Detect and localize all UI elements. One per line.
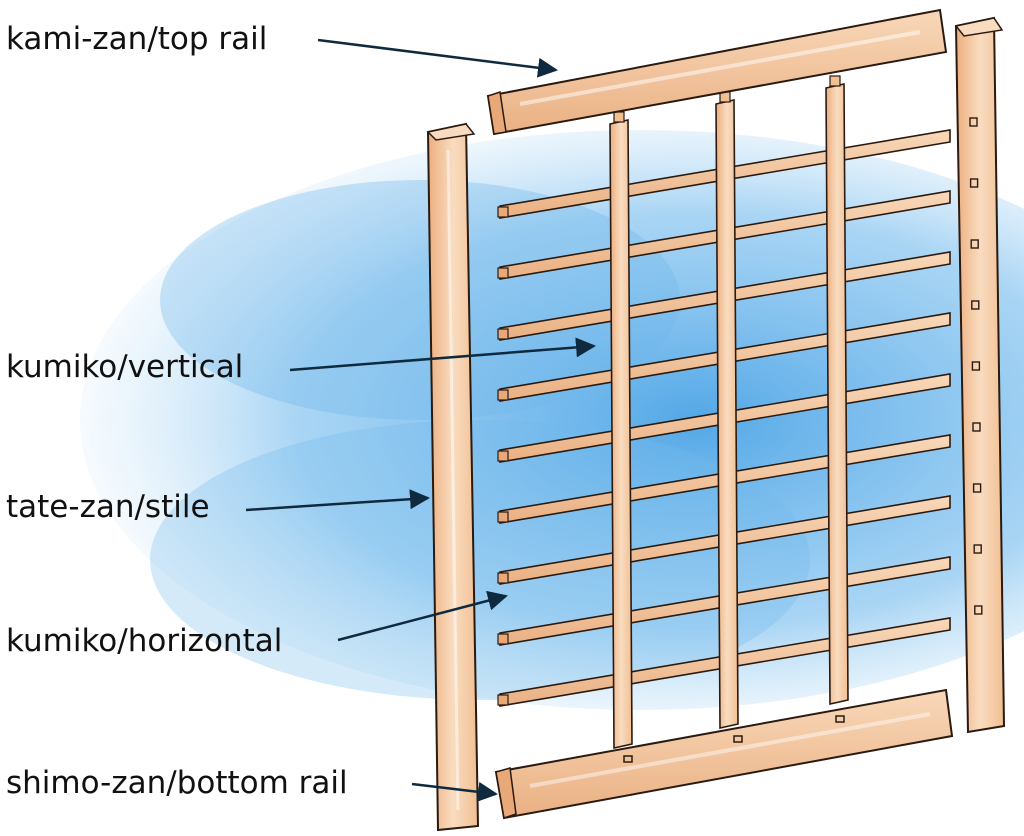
arrow-kumiko-vertical	[289, 337, 596, 372]
kumiko-vertical-bar	[609, 119, 633, 749]
label-top-rail: kami-zan/top rail	[6, 21, 268, 57]
kumiko-tenon	[497, 206, 509, 218]
stile-mortises	[969, 117, 983, 615]
label-kumiko-vertical: kumiko/vertical	[6, 349, 244, 385]
mortise	[972, 422, 981, 432]
kumiko-tenon	[497, 328, 509, 340]
arrow-top-rail	[317, 38, 558, 78]
kumiko-tenon	[497, 511, 509, 523]
top-rail	[486, 8, 948, 136]
label-stile: tate-zan/stile	[6, 489, 210, 525]
mortise	[971, 300, 980, 310]
arrow-bottom-rail	[411, 781, 498, 802]
kumiko-tenon	[497, 572, 509, 584]
mortise	[972, 483, 982, 493]
kumiko-tenon	[497, 633, 509, 645]
kumiko-tenon	[497, 694, 509, 706]
mortise	[971, 361, 981, 371]
left-stile	[426, 122, 480, 832]
kumiko-tenon	[613, 111, 625, 123]
leader-arrows	[245, 38, 596, 802]
kumiko-tenon	[497, 389, 509, 401]
kumiko-tenon	[497, 267, 509, 279]
mortise	[974, 605, 983, 615]
arrow-kumiko-horizontal	[337, 590, 508, 642]
label-kumiko-horizontal: kumiko/horizontal	[6, 623, 283, 659]
mortise	[969, 178, 979, 188]
kumiko-tenon	[497, 450, 509, 462]
mortise	[973, 544, 982, 554]
mortise	[969, 117, 978, 127]
kumiko-tenon	[829, 75, 841, 87]
kumiko-vertical-bar	[715, 99, 739, 729]
arrow-stile	[245, 489, 430, 512]
kumiko-vertical-bar	[825, 83, 849, 705]
kumiko-vertical-group	[609, 75, 849, 749]
right-stile	[954, 16, 1006, 734]
label-bottom-rail: shimo-zan/bottom rail	[6, 765, 348, 801]
bottom-rail	[494, 688, 954, 820]
mortise	[970, 239, 979, 249]
